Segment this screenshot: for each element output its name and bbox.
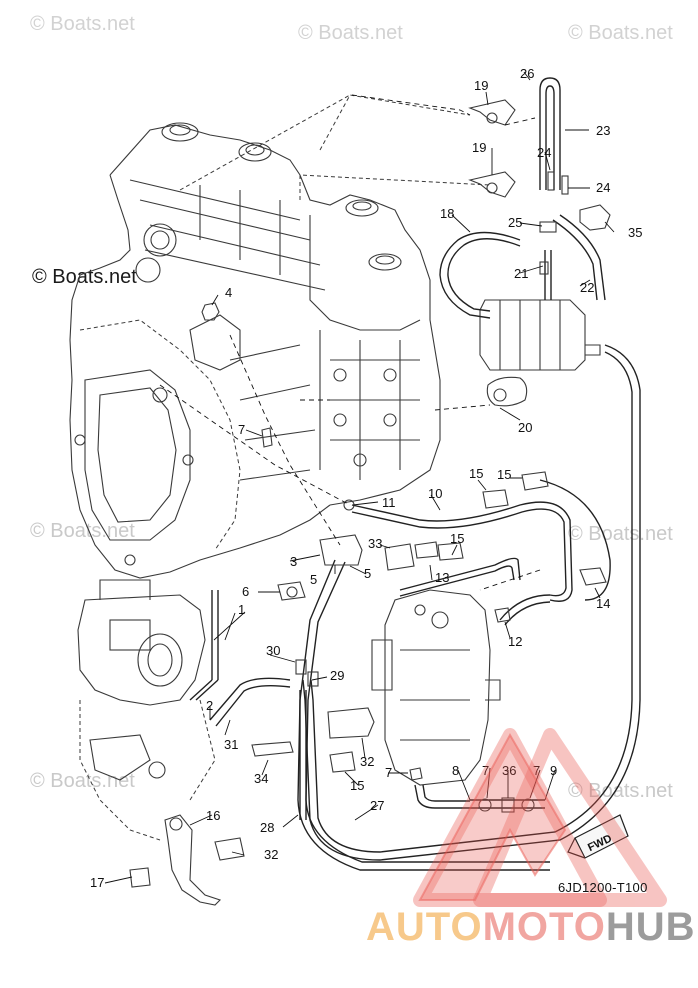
callout-5-b: 5 bbox=[364, 566, 371, 581]
callout-7-mid: 7 bbox=[385, 765, 392, 780]
callout-21: 21 bbox=[514, 266, 528, 281]
callout-19-mid: 19 bbox=[472, 140, 486, 155]
watermark-boats-net: © Boats.net bbox=[32, 266, 137, 288]
callout-15-b: 15 bbox=[497, 467, 511, 482]
callout-9: 9 bbox=[550, 763, 557, 778]
automotohub-logo-text: AUTOMOTOHUB bbox=[366, 905, 696, 950]
brand-part-hub: HUB bbox=[605, 905, 696, 949]
brand-part-auto: AUTO bbox=[366, 905, 483, 949]
fuel-canister-drawing bbox=[479, 299, 601, 371]
watermark-mid-right: © Boats.net bbox=[568, 523, 673, 545]
callout-6: 6 bbox=[242, 584, 249, 599]
callout-11: 11 bbox=[382, 495, 396, 510]
callout-7-top: 7 bbox=[238, 422, 245, 437]
callout-17: 17 bbox=[90, 875, 104, 890]
watermark-top-right: © Boats.net bbox=[568, 22, 673, 44]
callout-13: 13 bbox=[435, 570, 449, 585]
callout-24-left: 24 bbox=[537, 145, 551, 160]
watermark-mid-left: © Boats.net bbox=[30, 520, 135, 542]
callout-28: 28 bbox=[260, 820, 274, 835]
callout-24-right: 24 bbox=[596, 180, 610, 195]
callout-33: 33 bbox=[368, 536, 382, 551]
callout-29: 29 bbox=[330, 668, 344, 683]
callout-35: 35 bbox=[628, 225, 642, 240]
callout-7-b: 7 bbox=[533, 763, 540, 778]
callout-23: 23 bbox=[596, 123, 610, 138]
callout-labels: 19 26 23 19 24 24 18 25 35 21 22 4 20 7 … bbox=[90, 66, 642, 890]
callout-25: 25 bbox=[508, 215, 522, 230]
hose-lines bbox=[189, 77, 641, 871]
callout-22: 22 bbox=[580, 280, 594, 295]
leader-lines bbox=[104, 71, 615, 884]
callout-27: 27 bbox=[370, 798, 384, 813]
callout-20: 20 bbox=[518, 420, 532, 435]
brand-part-moto: MOTO bbox=[482, 905, 606, 949]
callout-5-a: 5 bbox=[310, 572, 317, 587]
watermark-top-center: © Boats.net bbox=[298, 22, 403, 44]
callout-8: 8 bbox=[452, 763, 459, 778]
callout-12: 12 bbox=[508, 634, 522, 649]
watermark-top-left: © Boats.net bbox=[30, 13, 135, 35]
callout-32-mid: 32 bbox=[360, 754, 374, 769]
callout-34: 34 bbox=[254, 771, 268, 786]
callout-3: 3 bbox=[290, 554, 297, 569]
callout-2: 2 bbox=[206, 698, 213, 713]
callout-26: 26 bbox=[520, 66, 534, 81]
callout-15-c: 15 bbox=[450, 531, 464, 546]
callout-4: 4 bbox=[225, 285, 232, 300]
callout-30: 30 bbox=[266, 643, 280, 658]
callout-10: 10 bbox=[428, 486, 442, 501]
automotohub-logo-mark bbox=[413, 728, 667, 907]
callout-36: 36 bbox=[502, 763, 516, 778]
engine-block-drawing bbox=[69, 94, 491, 579]
callout-32-bottom: 32 bbox=[264, 847, 278, 862]
watermark-bottom-right: © Boats.net bbox=[568, 780, 673, 802]
vapor-separator-drawing bbox=[371, 589, 501, 786]
callout-7-a: 7 bbox=[482, 763, 489, 778]
callout-18: 18 bbox=[440, 206, 454, 221]
callout-15-d: 15 bbox=[350, 778, 364, 793]
callout-15-a: 15 bbox=[469, 466, 483, 481]
callout-1: 1 bbox=[238, 602, 245, 617]
callout-16: 16 bbox=[206, 808, 220, 823]
throttle-body-drawing bbox=[77, 579, 216, 841]
callout-31: 31 bbox=[224, 737, 238, 752]
diagram-code: 6JD1200-T100 bbox=[558, 880, 648, 895]
callout-14: 14 bbox=[596, 596, 610, 611]
callout-19-top: 19 bbox=[474, 78, 488, 93]
